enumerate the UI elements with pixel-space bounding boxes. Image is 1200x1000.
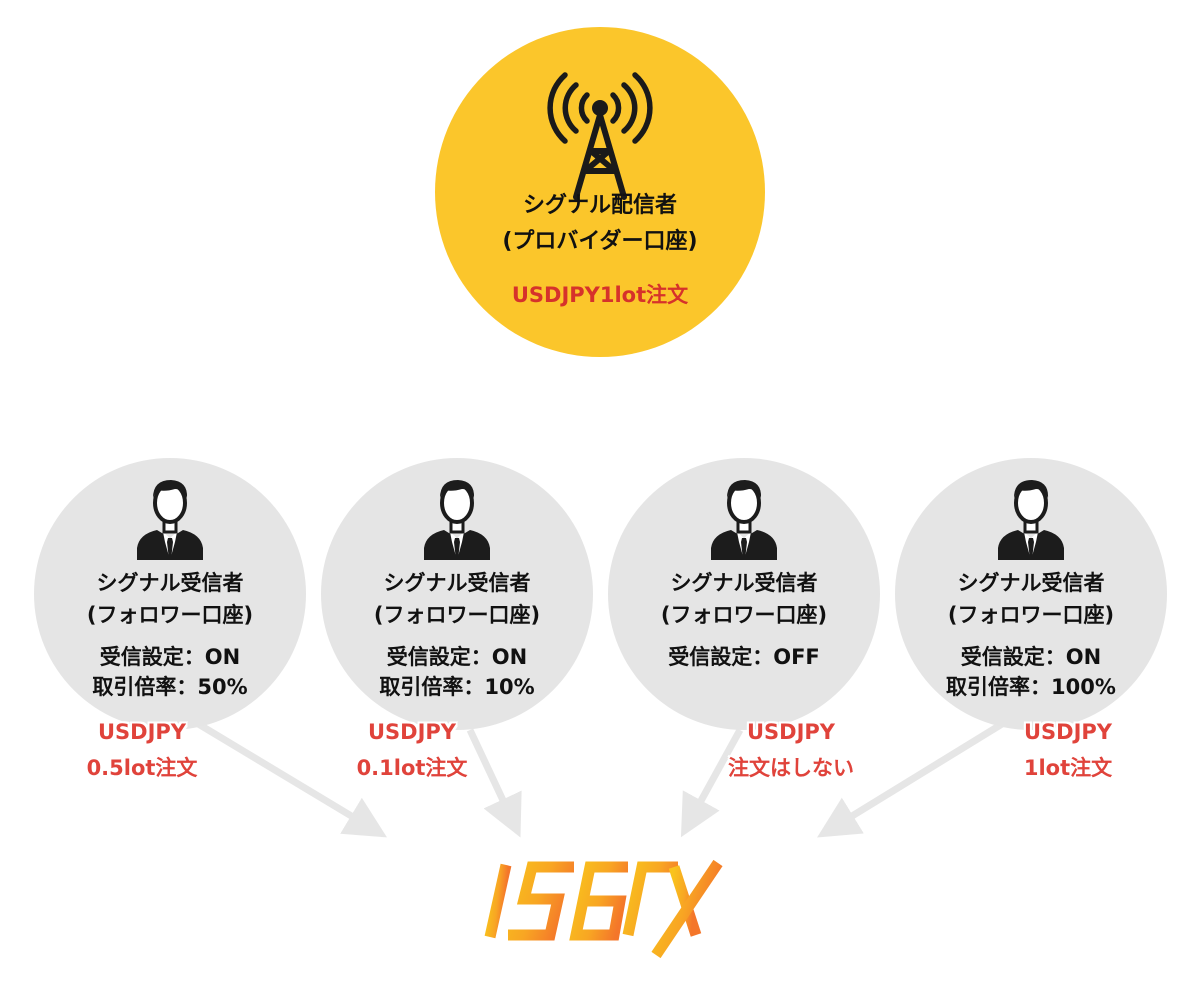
arrow-follower-1: [193, 719, 387, 838]
follower-account-type: (フォロワー口座): [373, 603, 541, 627]
follower-title: シグナル受信者: [957, 571, 1105, 595]
follower-account-type: (フォロワー口座): [947, 603, 1115, 627]
receive-setting: 受信設定：ON: [99, 645, 241, 669]
arrow-follower-3: [680, 728, 744, 838]
follower-order-label-3: USDJPY 注文はしない: [691, 714, 891, 786]
follower-circle-2: シグナル受信者 (フォロワー口座) 受信設定：ON 取引倍率：10%: [321, 458, 593, 730]
businessman-icon: [711, 480, 777, 560]
follower-title: シグナル受信者: [96, 571, 244, 595]
order-lot: 1lot注文: [1023, 756, 1113, 780]
order-lot: 0.5lot注文: [86, 756, 198, 780]
signal-provider-circle: シグナル配信者 (プロバイダー口座) USDJPY1lot注文: [435, 27, 765, 357]
follower-circle-3: シグナル受信者 (フォロワー口座) 受信設定：OFF: [608, 458, 880, 730]
trade-ratio: 取引倍率：50%: [92, 675, 248, 699]
is6fx-logo: [484, 859, 723, 959]
businessman-icon: [137, 480, 203, 560]
provider-order: USDJPY1lot注文: [511, 283, 689, 307]
order-symbol: USDJPY: [1023, 720, 1113, 744]
businessman-icon: [998, 480, 1064, 560]
order-symbol: USDJPY: [97, 720, 187, 744]
order-lot: 0.1lot注文: [356, 756, 468, 780]
receive-setting: 受信設定：OFF: [668, 645, 820, 669]
receive-setting: 受信設定：ON: [960, 645, 1102, 669]
follower-order-label-4: USDJPY 1lot注文: [968, 714, 1168, 786]
trade-ratio: 取引倍率：100%: [946, 675, 1116, 699]
order-symbol: USDJPY: [367, 720, 457, 744]
follower-order-label-2: USDJPY 0.1lot注文: [312, 714, 512, 786]
provider-title: シグナル配信者: [522, 193, 677, 218]
trade-ratio: 取引倍率：10%: [379, 675, 535, 699]
antenna-tower-icon: [547, 72, 653, 200]
businessman-icon: [424, 480, 490, 560]
follower-account-type: (フォロワー口座): [660, 603, 828, 627]
follower-circle-1: シグナル受信者 (フォロワー口座) 受信設定：ON 取引倍率：50%: [34, 458, 306, 730]
order-symbol: USDJPY: [746, 720, 836, 744]
follower-order-label-1: USDJPY 0.5lot注文: [42, 714, 242, 786]
follower-title: シグナル受信者: [670, 571, 818, 595]
arrow-follower-4: [817, 721, 1004, 838]
order-lot: 注文はしない: [728, 756, 854, 780]
follower-circle-4: シグナル受信者 (フォロワー口座) 受信設定：ON 取引倍率：100%: [895, 458, 1167, 730]
arrow-follower-2: [466, 728, 522, 838]
follower-account-type: (フォロワー口座): [86, 603, 254, 627]
provider-account-type: (プロバイダー口座): [502, 229, 698, 254]
receive-setting: 受信設定：ON: [386, 645, 528, 669]
follower-title: シグナル受信者: [383, 571, 531, 595]
